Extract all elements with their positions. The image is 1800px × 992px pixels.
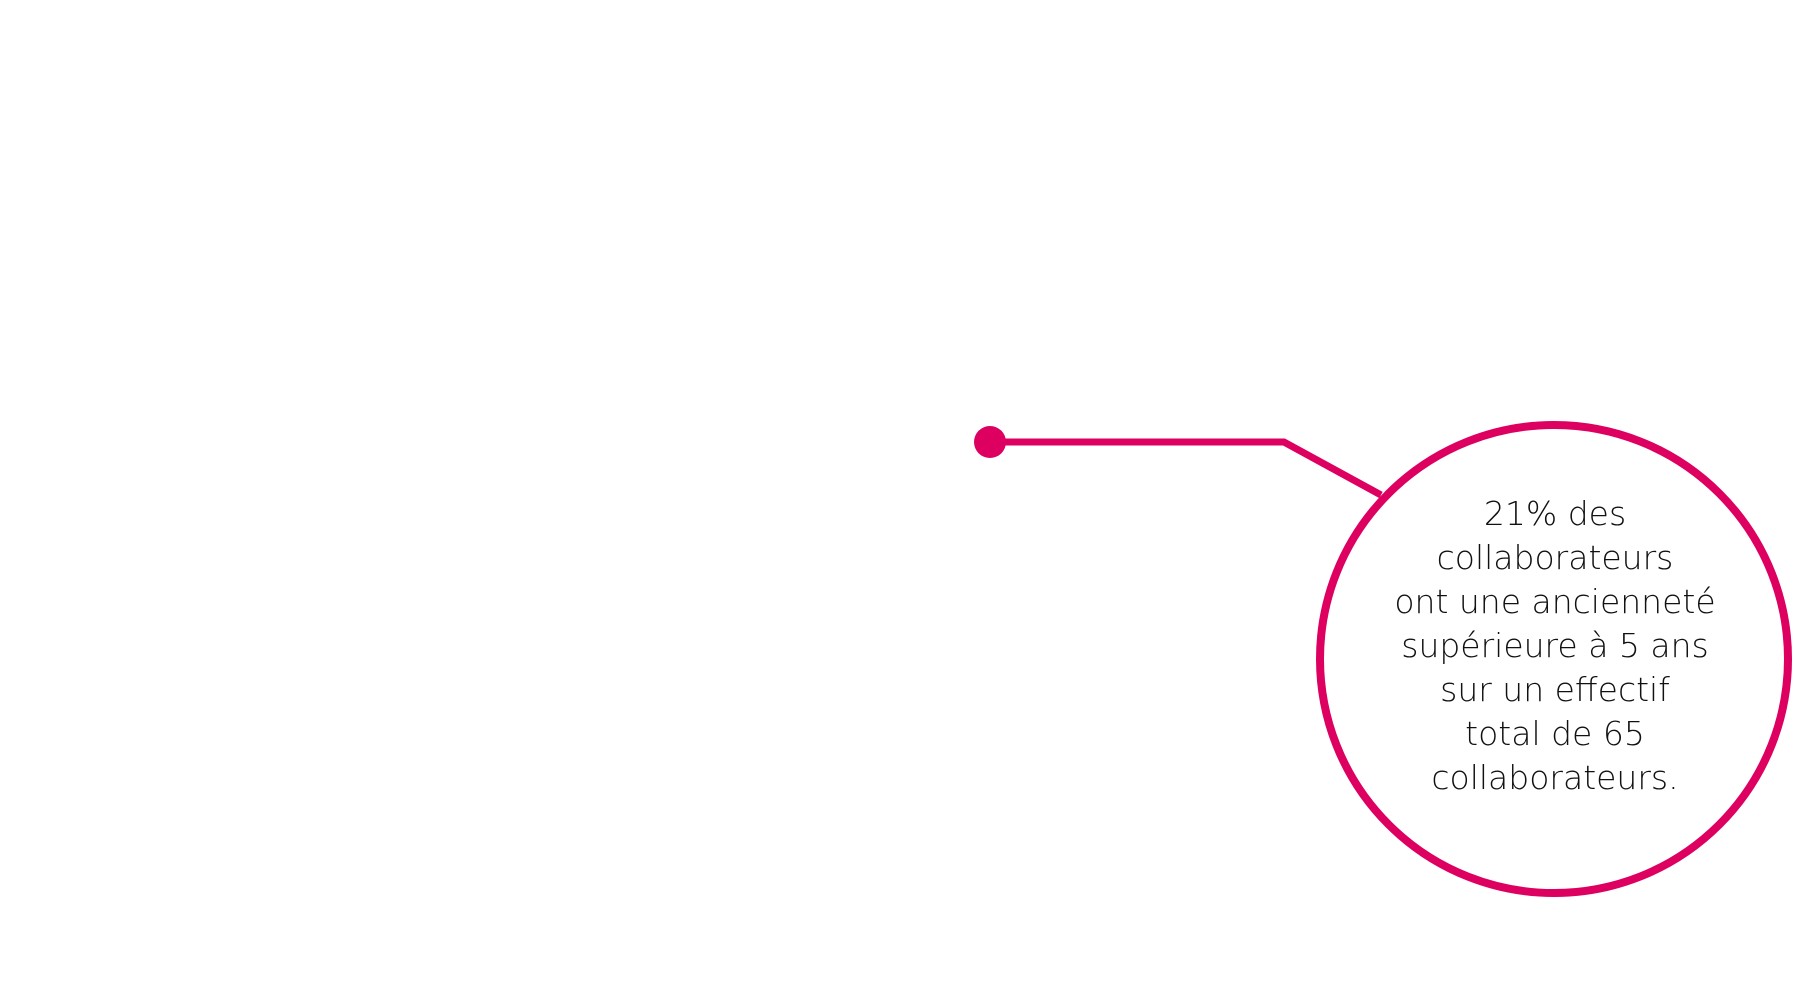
callout-line: supérieure à 5 ans <box>1401 626 1709 665</box>
callout-line: collaborateurs <box>1436 538 1674 577</box>
callout-line: 21% des <box>1483 494 1627 533</box>
callout-line: collaborateurs. <box>1431 758 1679 797</box>
callout-text: 21% des collaborateurs ont une anciennet… <box>1330 492 1780 800</box>
leader-line <box>990 438 1383 499</box>
callout-line: sur un effectif <box>1440 670 1670 709</box>
callout-circle <box>1316 421 1792 897</box>
callout-line: total de 65 <box>1465 714 1645 753</box>
callout-line: ont une ancienneté <box>1394 582 1716 621</box>
